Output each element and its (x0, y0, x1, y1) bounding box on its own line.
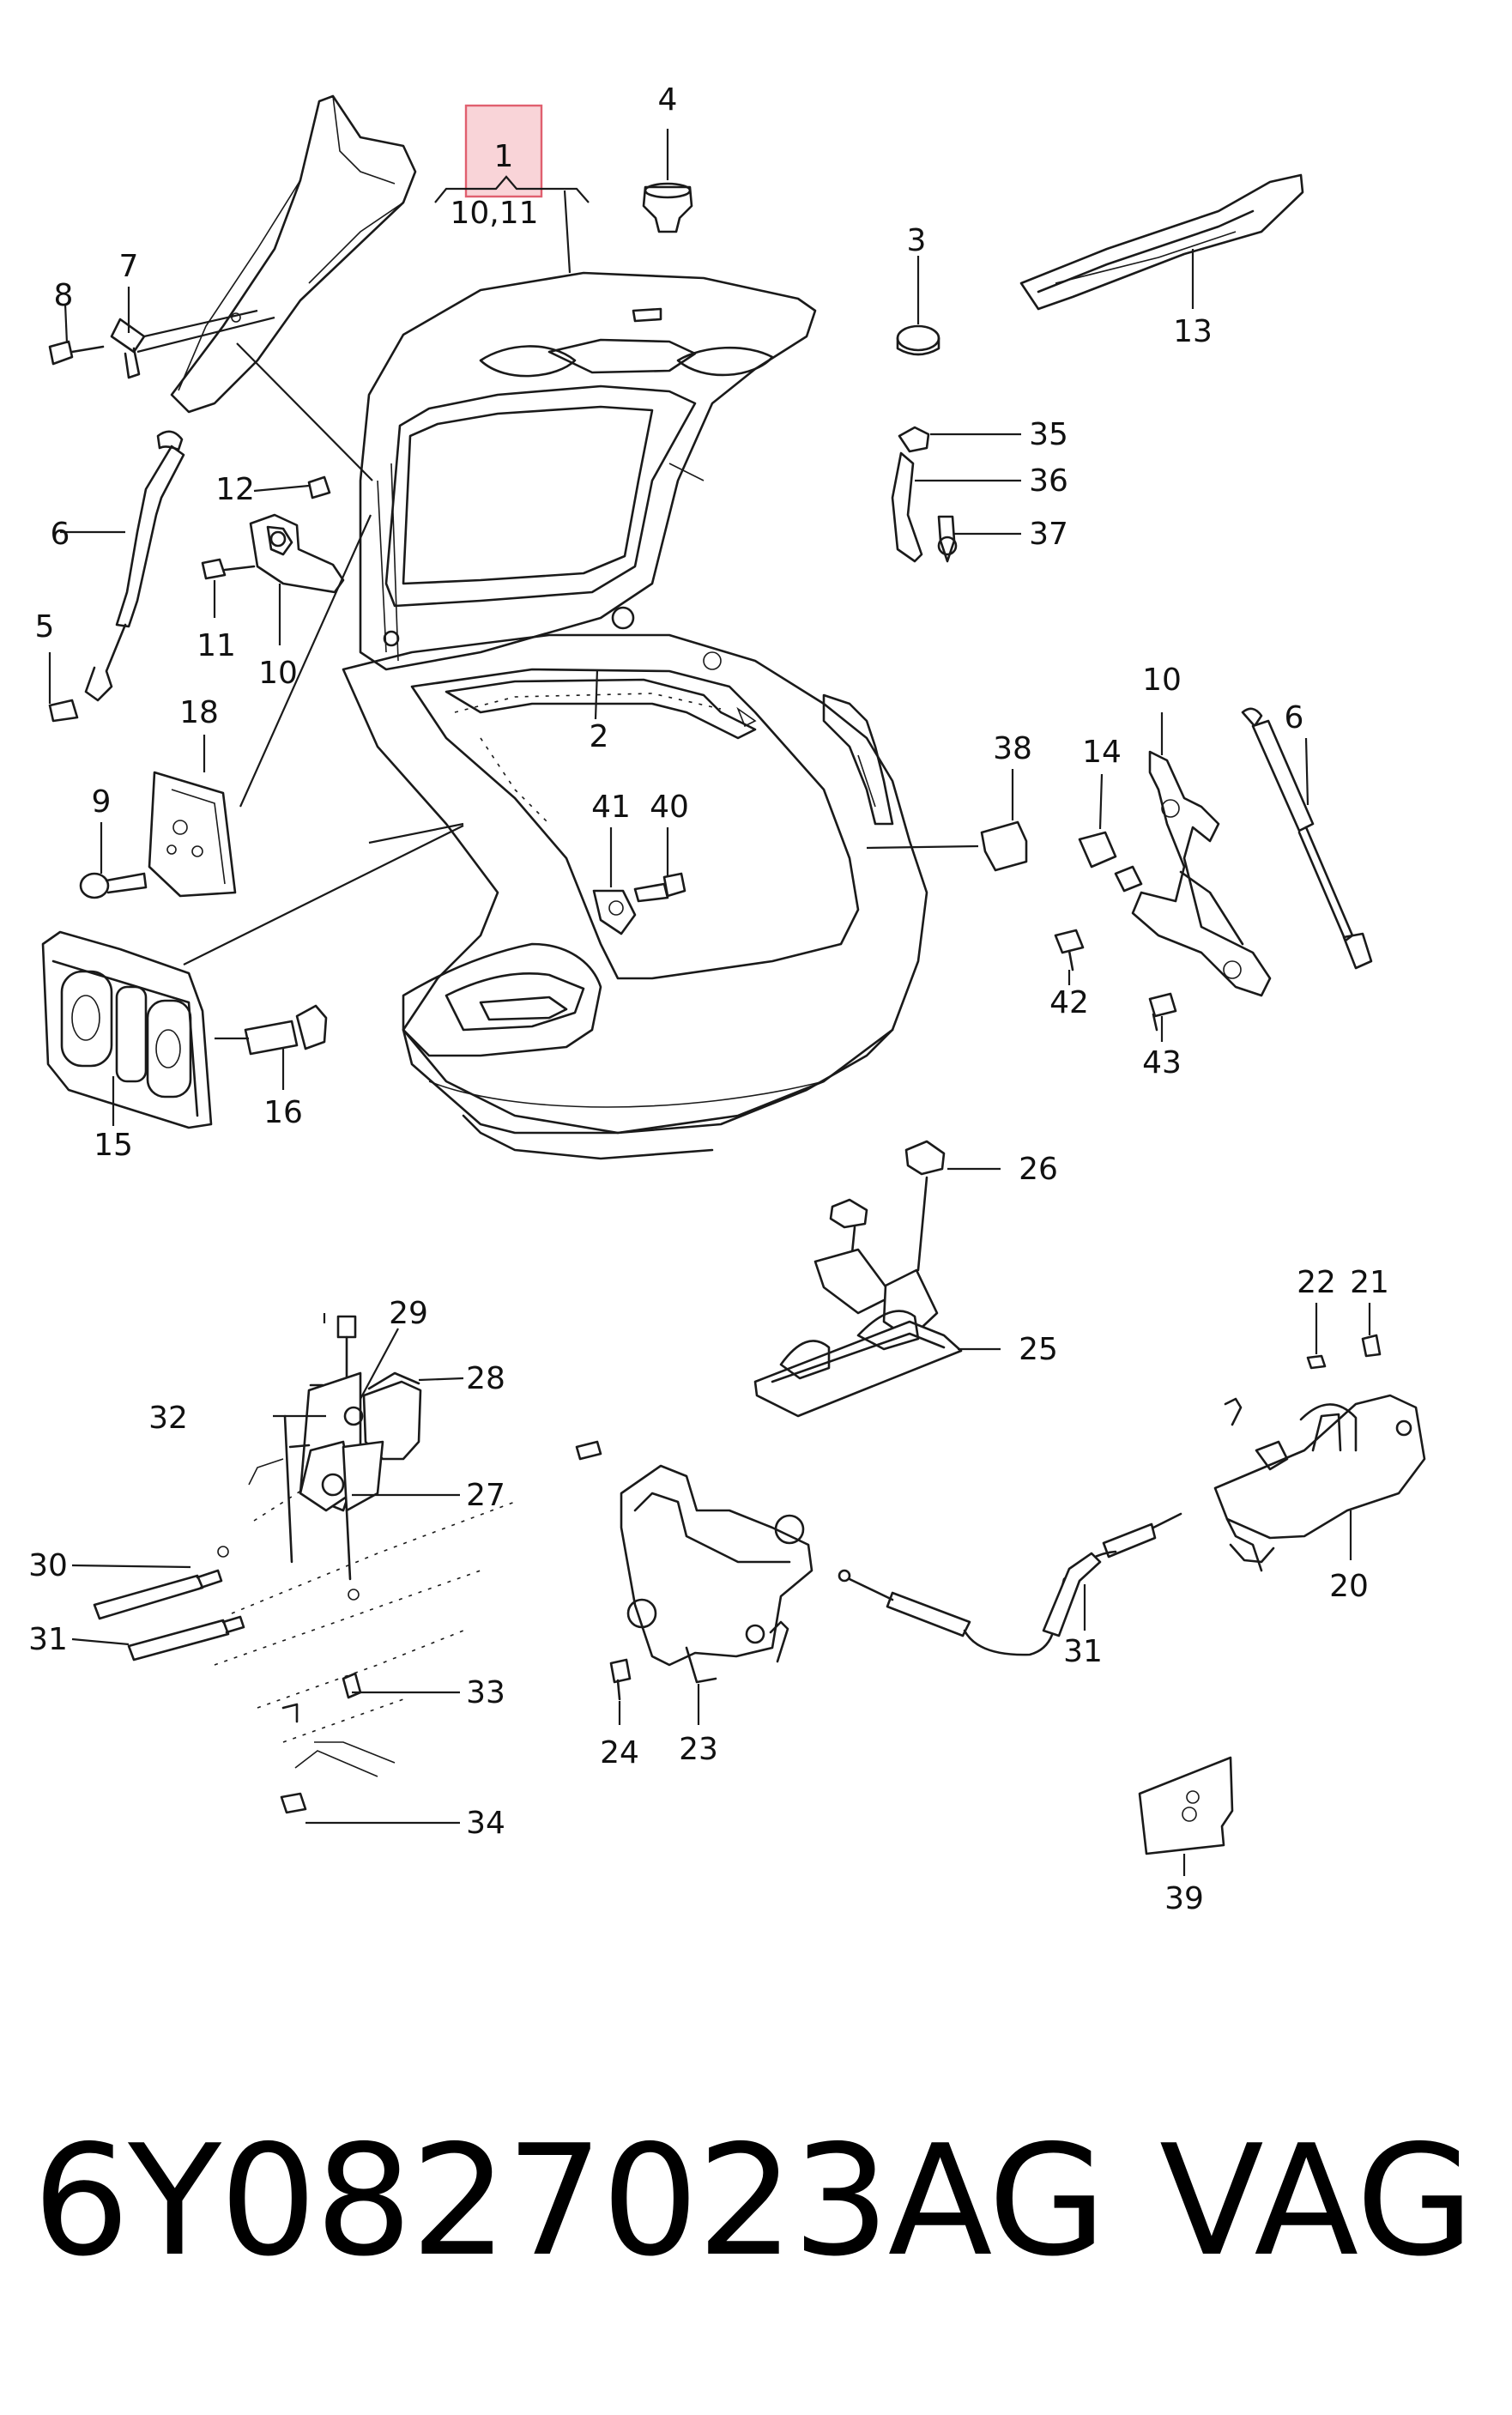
callout-4: 4 (658, 82, 678, 118)
part-35-36-37-strap (891, 426, 1021, 563)
callout-20: 20 (1329, 1569, 1369, 1604)
callout-2: 2 (590, 719, 609, 754)
part-3-plug (896, 256, 940, 356)
callout-32: 32 (148, 1401, 188, 1436)
callout-14: 14 (1082, 735, 1122, 770)
callout-5: 5 (35, 609, 55, 645)
callout-30: 30 (28, 1548, 68, 1583)
callout-11: 11 (197, 628, 236, 663)
highlight-box (464, 104, 543, 198)
part-25-26-switch (753, 1140, 1001, 1418)
callout-6a: 6 (51, 517, 70, 552)
callout-7: 7 (119, 249, 139, 284)
part-38 (866, 769, 1028, 872)
part-23-24-lock (575, 1440, 813, 1725)
part-27-34-assembly (71, 1313, 516, 1825)
callout-37: 37 (1029, 517, 1068, 552)
callout-labels: 1 10,11 2 3 4 5 6 6 7 8 9 10 10 11 12 13… (28, 82, 1389, 1916)
part-42-43-bolts (1054, 929, 1177, 1042)
part-14-pad (1078, 773, 1117, 869)
callout-6b: 6 (1285, 700, 1304, 735)
callout-35: 35 (1029, 417, 1068, 452)
callout-33: 33 (466, 1675, 505, 1710)
callout-24: 24 (600, 1735, 639, 1770)
callout-38: 38 (993, 731, 1032, 766)
callout-42: 42 (1049, 985, 1089, 1020)
callout-23: 23 (679, 1732, 718, 1767)
tailgate (359, 271, 817, 671)
callout-8: 8 (54, 278, 74, 313)
part-40-41 (592, 827, 686, 935)
part-20-21-22-latch (1213, 1303, 1426, 1572)
callout-28: 28 (466, 1361, 505, 1396)
callout-36: 36 (1029, 463, 1068, 499)
callout-1: 1 (494, 139, 514, 174)
callout-18: 18 (179, 695, 219, 730)
part-6-strut-left (48, 430, 185, 723)
callout-39: 39 (1164, 1881, 1204, 1916)
callout-31a: 31 (28, 1622, 68, 1657)
callout-41: 41 (591, 790, 631, 825)
leader-1 (563, 190, 572, 274)
callout-27: 27 (466, 1478, 505, 1513)
callout-29: 29 (389, 1296, 428, 1331)
exploded-parts-diagram: 1 10,11 2 3 4 5 6 6 7 8 9 10 10 11 12 13… (28, 82, 1426, 1916)
part-18-light (148, 514, 372, 898)
callout-22: 22 (1297, 1265, 1336, 1300)
callout-26: 26 (1019, 1152, 1058, 1187)
part-6-strut-right (1241, 707, 1373, 970)
callout-10a: 10 (258, 656, 298, 691)
part-10-hinge-right (1114, 712, 1272, 997)
callout-9: 9 (92, 784, 112, 820)
part-number: 6Y0827023AG (33, 2112, 1106, 2290)
callout-15: 15 (94, 1128, 133, 1163)
part-15-housing (41, 822, 464, 1129)
part-7-8 (48, 287, 275, 379)
part-13-spoiler (1019, 173, 1304, 311)
part-4-buffer (642, 129, 693, 233)
callout-31b: 31 (1063, 1634, 1103, 1669)
part-31-cable (838, 1512, 1182, 1656)
callout-25: 25 (1019, 1332, 1058, 1367)
callout-12: 12 (215, 472, 255, 507)
callout-21: 21 (1350, 1265, 1389, 1300)
part-9-screw (79, 822, 148, 899)
callout-43: 43 (1142, 1045, 1182, 1080)
brand-name: VAG (1159, 2112, 1474, 2290)
callout-10-11: 10,11 (450, 196, 538, 231)
callout-3: 3 (907, 223, 927, 258)
callout-10b: 10 (1142, 663, 1182, 698)
callout-34: 34 (466, 1806, 505, 1841)
callout-13: 13 (1173, 314, 1213, 349)
part-16-bolt (215, 1004, 328, 1090)
bracket-1 (434, 175, 590, 203)
part-39-label (1138, 1756, 1234, 1876)
car-rear-body (342, 633, 928, 1160)
callout-16: 16 (263, 1095, 303, 1130)
body-pillar (170, 94, 417, 414)
footer: 6Y0827023AG VAG (0, 2094, 1512, 2309)
callout-40: 40 (650, 790, 689, 825)
part-10-11-12-hinge-left (201, 342, 373, 645)
